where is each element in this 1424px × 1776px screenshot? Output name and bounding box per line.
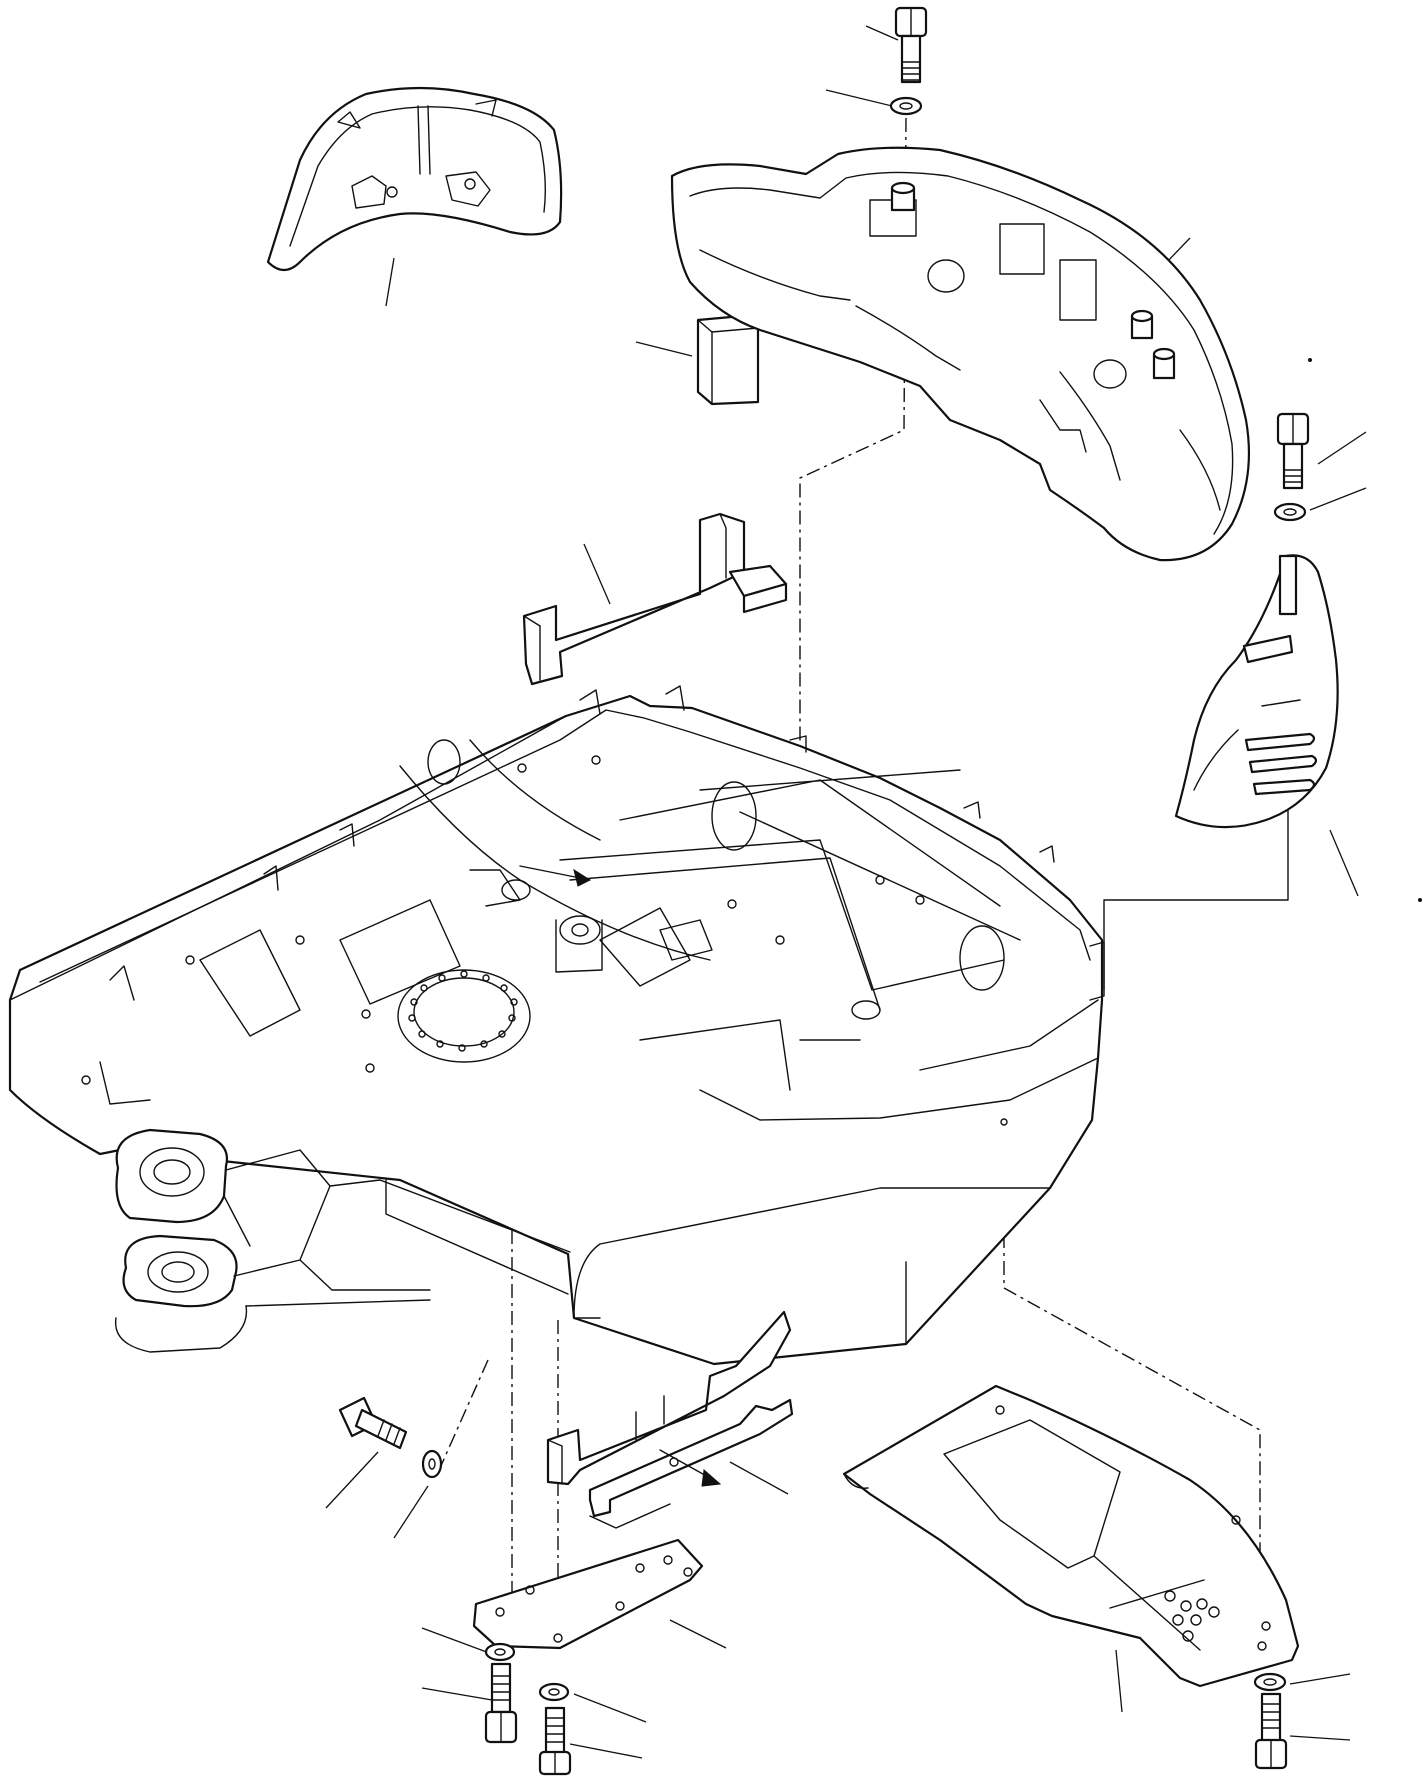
- bolt-bottom-right-icon: [1254, 1692, 1288, 1770]
- bolt-right-icon: [1276, 412, 1310, 490]
- bolt-top-icon: [894, 6, 928, 84]
- left-cover-icon: [266, 86, 563, 272]
- washer-bottom-right-icon: [1253, 1672, 1287, 1692]
- washer-right-icon: [1273, 502, 1307, 522]
- bolt-bottom-left-icon: [484, 1662, 518, 1744]
- washer-top-icon: [889, 96, 923, 116]
- washer-side-icon: [421, 1449, 443, 1479]
- swing-circle-bolts: [408, 970, 518, 1052]
- bracket-lower-icon: [546, 1310, 794, 1529]
- counterweight-icon: [670, 146, 1251, 562]
- washer-bottom-left-icon: [484, 1642, 516, 1662]
- bracket-upper-icon: [522, 512, 788, 686]
- revolving-frame-icon: [8, 685, 1105, 1366]
- plate-small-icon: [472, 1538, 704, 1650]
- leader-lines: [325, 25, 1367, 1759]
- plate-large-icon: [842, 1384, 1300, 1688]
- right-cover-icon: [1174, 554, 1339, 829]
- plate-holes: [1164, 1590, 1220, 1642]
- bolt-bottom-mid-icon: [538, 1706, 572, 1776]
- bolt-side-icon: [338, 1396, 408, 1450]
- pad-icon: [696, 314, 760, 406]
- washer-bottom-mid-icon: [538, 1682, 570, 1702]
